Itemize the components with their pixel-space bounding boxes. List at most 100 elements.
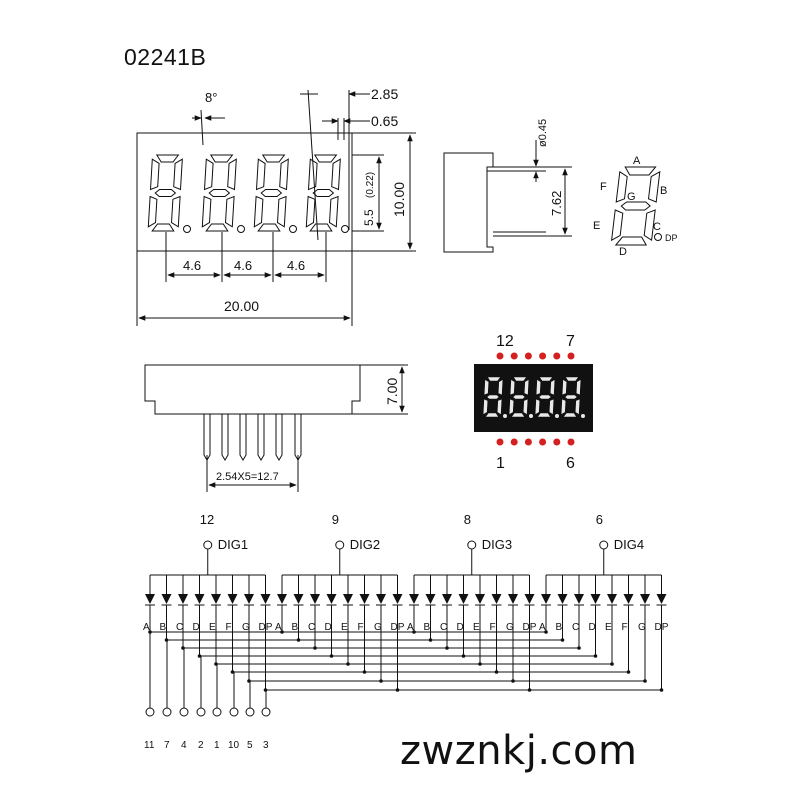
led-diode [508, 594, 518, 604]
photo-digit-1-seg-f [483, 378, 490, 396]
front-digit-1-seg-g [154, 189, 177, 197]
front-digit-2-seg-a [209, 154, 234, 163]
photo-dp-3 [555, 414, 559, 418]
front-view-labels: 8° 2.85 0.65 5.5 (0.22) 10.00 4.6 4.6 4.… [183, 86, 407, 314]
led-diode [260, 594, 271, 604]
pitch-label-2: 4.6 [234, 258, 252, 273]
front-digit-3-seg-b [279, 158, 289, 191]
photo-digit-2-seg-g [512, 394, 526, 400]
segment-label-g: G [242, 622, 250, 633]
front-digit-2-seg-f [203, 158, 214, 191]
photo-digit-1-seg-e [482, 398, 489, 416]
junction-dot [230, 670, 235, 674]
segment-pin-number-dp: 3 [263, 740, 269, 751]
segment-label-f: F [490, 622, 496, 633]
product-photo: 12 7 1 6 [474, 333, 593, 472]
photo-pin-top-6 [567, 352, 575, 360]
segment-pin-number-g: 5 [247, 740, 253, 751]
segment-label-e: E [341, 622, 348, 633]
photo-digit-3-seg-e [534, 398, 541, 416]
photo-pin-bottom-1 [496, 438, 504, 446]
segment-label-c: C [440, 622, 447, 633]
common-anode-terminal-2 [335, 540, 345, 550]
front-digit-2-seg-c [224, 195, 235, 228]
photo-digit-1-seg-a [486, 376, 502, 382]
front-digit-3-seg-c [276, 195, 287, 228]
common-anode-terminal-3 [467, 540, 477, 550]
front-digit-3-seg-a [261, 154, 286, 163]
bottom-view-labels: 7.00 2.54X5=12.7 [216, 378, 400, 483]
seg-label-dp: DP [665, 233, 678, 243]
photo-digit-3-seg-c [548, 398, 555, 416]
photo-digit-2-seg-c [522, 398, 529, 416]
segment-pin-terminal-a [145, 707, 155, 717]
led-diode [343, 594, 353, 604]
common-pin-label-3: 8 [464, 512, 471, 527]
segment-label-d: D [457, 622, 464, 633]
front-digit-4-seg-b [331, 158, 341, 191]
pin-dia-label: ø0.45 [537, 119, 549, 147]
common-anode-terminal-1 [203, 540, 213, 550]
front-digit-3-seg-f [255, 158, 266, 191]
dim-5-5-label: 5.5 [362, 209, 376, 226]
photo-digit-4-seg-f [561, 378, 568, 396]
photo-pin-12: 12 [496, 333, 514, 350]
led-diode [211, 594, 221, 604]
digit-label-3: DIG3 [482, 537, 512, 552]
photo-digit-2-seg-b [523, 378, 530, 396]
photo-pin-top-2 [510, 352, 518, 360]
photo-pin-1: 1 [496, 455, 505, 472]
segment-label-g: G [506, 622, 514, 633]
front-digit-4-seg-g [312, 189, 335, 197]
segment-pin-terminal-g [245, 707, 255, 717]
front-dp-2 [237, 225, 245, 233]
photo-pin-bottom-5 [553, 438, 561, 446]
front-digit-4-seg-e [305, 195, 316, 228]
photo-pin-bottom-2 [510, 438, 518, 446]
photo-digit-4-seg-a [564, 376, 580, 382]
led-diode [376, 594, 386, 604]
segment-diagram-seg-f [615, 170, 628, 203]
photo-digit-2-seg-e [508, 398, 515, 416]
led-diode [656, 594, 667, 604]
led-diode [178, 594, 188, 604]
photo-pin-6: 6 [566, 455, 575, 472]
photo-dp-4 [581, 414, 585, 418]
segment-pin-terminal-d [196, 707, 206, 717]
front-digit-2-seg-e [201, 195, 212, 228]
dim-span-label: 2.54X5=12.7 [216, 471, 279, 483]
dim-10-label: 10.00 [391, 182, 407, 217]
seg-label-d: D [619, 246, 627, 258]
front-digit-3-seg-g [260, 189, 283, 197]
dim-2-85-label: 2.85 [371, 86, 398, 102]
digit-label-1: DIG1 [218, 537, 248, 552]
front-dp-4 [341, 225, 349, 233]
photo-digit-4-seg-d [562, 412, 578, 418]
bottom-pin-2 [221, 414, 229, 461]
segment-label-e: E [473, 622, 480, 633]
segment-label-g: G [638, 622, 646, 633]
dim-inch-label: (0.22) [365, 172, 376, 198]
front-digit-1-seg-c [170, 195, 181, 228]
bottom-pin-4 [257, 414, 265, 461]
segment-pin-terminal-f [229, 707, 239, 717]
segment-label-b: B [292, 622, 299, 633]
led-diode [524, 594, 535, 604]
photo-dp-2 [529, 414, 533, 418]
led-diode [227, 594, 238, 604]
led-diode [161, 594, 172, 604]
segment-pin-number-c: 4 [181, 740, 187, 751]
common-pin-label-2: 9 [332, 512, 339, 527]
led-diode [194, 594, 205, 604]
front-digit-2-seg-b [227, 158, 237, 191]
seg-label-f: F [600, 181, 607, 193]
led-diode [574, 594, 584, 604]
front-digit-3-seg-d [257, 223, 281, 232]
led-diode [607, 594, 617, 604]
photo-digit-4-seg-b [575, 378, 582, 396]
part-number-title: 02241B [124, 44, 207, 70]
seg-label-c: C [653, 221, 661, 233]
seg-label-g: G [627, 191, 636, 203]
slant-guide-a [307, 89, 319, 241]
